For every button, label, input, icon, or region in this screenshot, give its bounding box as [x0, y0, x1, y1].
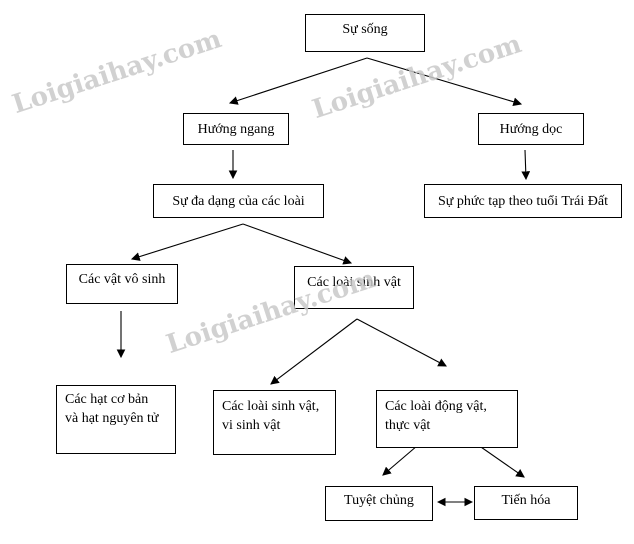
node-extinction: Tuyệt chủng [325, 486, 433, 521]
node-evolution-label: Tiến hóa [501, 492, 551, 508]
node-diversity-label: Sự đa dạng của các loài [172, 193, 305, 209]
node-microbes-line2: vi sinh vật [222, 418, 281, 433]
node-particles-line1: Các hạt cơ bản [65, 392, 149, 407]
node-life: Sự sống [305, 14, 425, 52]
node-vertical: Hướng dọc [478, 113, 584, 145]
node-animals-line1: Các loài động vật, [385, 399, 487, 414]
arrow-vertical-complexity [521, 149, 531, 181]
node-complexity: Sự phức tạp theo tuổi Trái Đất [424, 184, 622, 218]
node-organisms-label: Các loài sinh vật [307, 275, 401, 290]
node-organisms: Các loài sinh vật [294, 266, 414, 309]
node-horizontal: Hướng ngang [183, 113, 289, 145]
node-microbes: Các loài sinh vật, vi sinh vật [213, 390, 336, 455]
node-diversity: Sự đa dạng của các loài [153, 184, 324, 218]
arrow-life-horizontal [228, 57, 368, 105]
node-vertical-label: Hướng dọc [499, 121, 563, 137]
node-nonliving: Các vật vô sinh [66, 264, 178, 304]
arrow-organisms-animals [356, 318, 447, 367]
node-particles-line2: và hạt nguyên tử [65, 411, 159, 426]
node-evolution: Tiến hóa [474, 486, 578, 520]
node-extinction-label: Tuyệt chủng [344, 493, 414, 508]
node-life-label: Sự sống [342, 21, 388, 37]
arrow-organisms-microbes [270, 318, 358, 385]
node-horizontal-label: Hướng ngang [197, 121, 275, 137]
node-animals: Các loài động vật, thực vật [376, 390, 518, 448]
node-animals-line2: thực vật [385, 418, 431, 433]
arrow-life-vertical [366, 57, 523, 107]
node-nonliving-label: Các vật vô sinh [78, 271, 166, 287]
node-microbes-line1: Các loài sinh vật, [222, 399, 320, 414]
node-particles: Các hạt cơ bản và hạt nguyên tử [56, 385, 176, 454]
node-complexity-label: Sự phức tạp theo tuổi Trái Đất [438, 193, 608, 209]
arrow-diversity-nonliving [130, 223, 244, 261]
arrow-diversity-organisms [242, 223, 353, 265]
